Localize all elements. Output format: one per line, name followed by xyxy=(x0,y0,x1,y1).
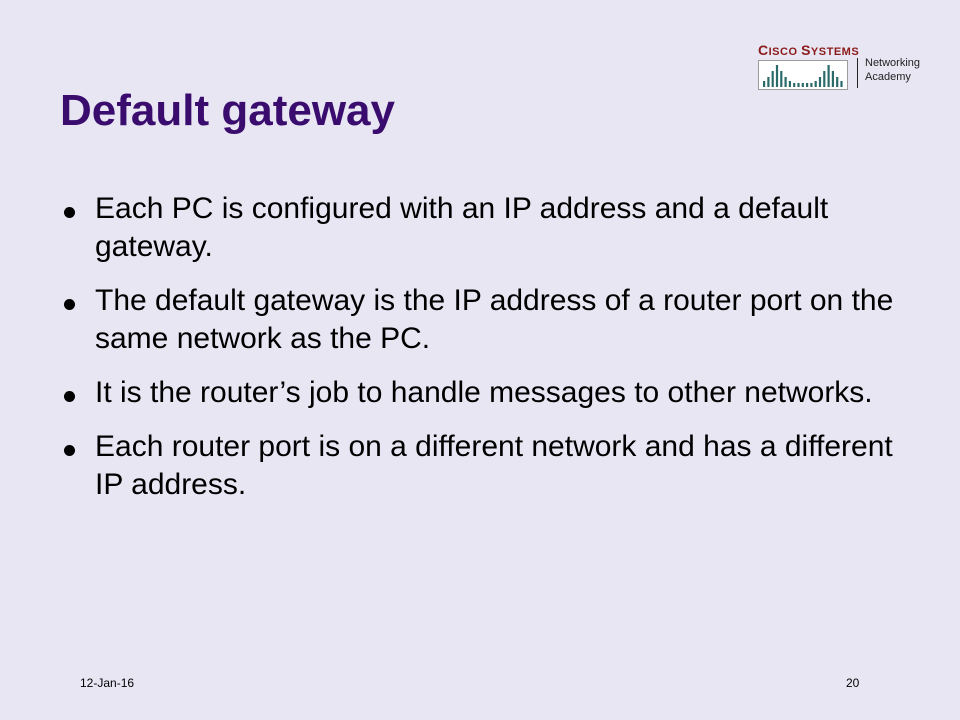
logo-bar xyxy=(801,83,804,87)
logo-bar xyxy=(780,71,783,87)
bullet-item: Each router port is on a different netwo… xyxy=(60,428,920,504)
networking-academy-label: Networking Academy xyxy=(865,57,921,83)
cisco-systems-wordmark: CISCO SYSTEMS xyxy=(758,42,860,58)
logo-bar xyxy=(840,81,843,87)
logo-bar xyxy=(831,71,834,87)
cisco-networking-academy-logo: CISCO SYSTEMS Networking Academy xyxy=(758,42,938,92)
page-number: 20 xyxy=(846,676,860,690)
logo-bar xyxy=(775,65,779,87)
cisco-bridge-bars-icon xyxy=(758,60,848,90)
logo-bar xyxy=(763,81,766,87)
bullet-item: It is the router’s job to handle message… xyxy=(60,374,920,412)
logo-bar xyxy=(836,77,839,87)
logo-bar xyxy=(767,77,770,87)
logo-bar xyxy=(784,77,787,87)
bullet-dot-icon xyxy=(64,445,75,456)
logo-bar xyxy=(793,83,796,87)
logo-bar xyxy=(818,77,822,87)
logo-bar xyxy=(806,83,809,87)
bullet-dot-icon xyxy=(64,299,75,310)
bullet-item: Each PC is configured with an IP address… xyxy=(60,190,920,266)
logo-divider xyxy=(857,58,858,88)
logo-bar xyxy=(788,81,791,87)
logo-bar xyxy=(797,83,800,87)
bullet-dot-icon xyxy=(64,391,75,402)
slide-title: Default gateway xyxy=(60,86,395,135)
logo-bar xyxy=(827,65,830,87)
logo-bar xyxy=(823,71,826,87)
logo-bar xyxy=(771,71,774,87)
bullet-list: Each PC is configured with an IP address… xyxy=(60,190,920,520)
logo-bar xyxy=(814,81,817,87)
logo-bar xyxy=(810,83,813,87)
bullet-dot-icon xyxy=(64,207,75,218)
footer-date: 12-Jan-16 xyxy=(80,676,135,690)
bullet-item: The default gateway is the IP address of… xyxy=(60,282,920,358)
